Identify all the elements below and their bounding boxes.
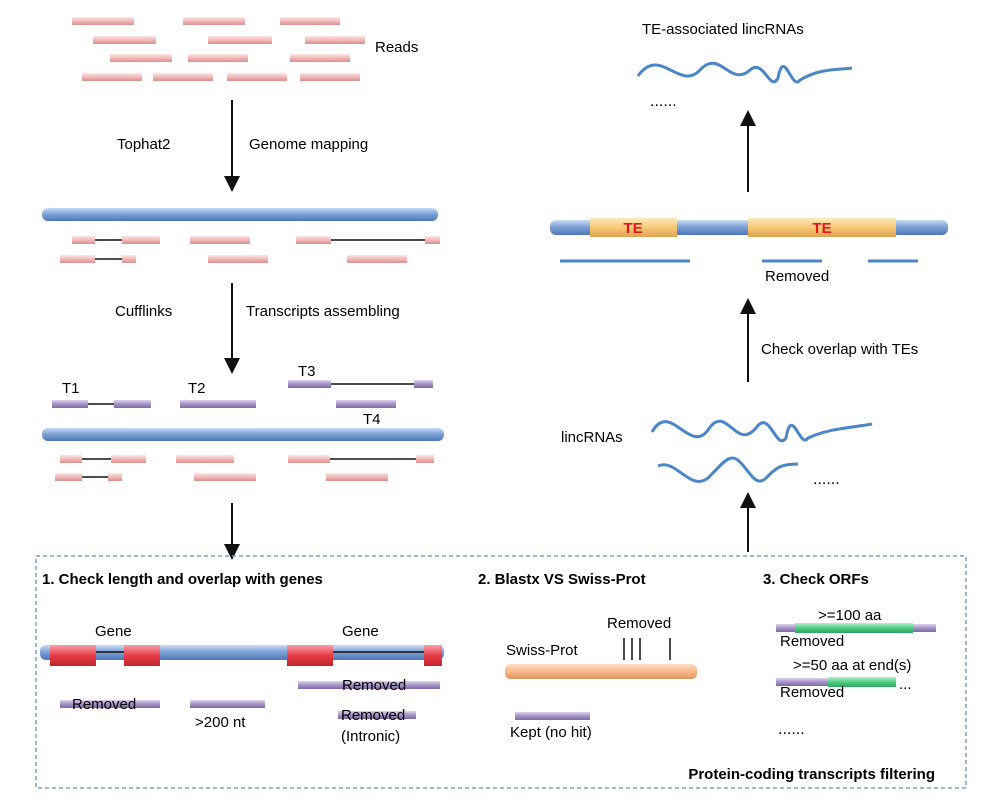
lincrna-wave-1	[650, 419, 873, 443]
read-segment	[194, 473, 256, 481]
te-label-1: TE	[623, 220, 642, 237]
read-segment	[305, 36, 365, 44]
transcripts-assembling-label: Transcripts assembling	[246, 303, 400, 320]
gene-exon	[124, 645, 160, 666]
lincrnas-label: lincRNAs	[561, 429, 623, 446]
lincrna-dots: ......	[813, 471, 840, 488]
read-segment	[227, 73, 287, 81]
transcript-exon	[336, 400, 396, 408]
read-segment	[176, 455, 234, 463]
removed-label-a: Removed	[72, 696, 136, 713]
tophat-label: Tophat2	[117, 136, 170, 153]
read-segment	[208, 255, 268, 263]
read-segment	[188, 54, 248, 62]
read-segment	[300, 73, 360, 81]
assembled-transcripts	[52, 380, 433, 408]
te-lincrnas-title: TE-associated lincRNAs	[642, 21, 804, 38]
cufflinks-label: Cufflinks	[115, 303, 172, 320]
gene-exon	[50, 645, 96, 666]
removed-te-label: Removed	[765, 268, 829, 285]
lincrna-wave-2	[657, 456, 799, 483]
t4-label: T4	[363, 411, 381, 428]
read-segment	[82, 73, 142, 81]
filter-box	[35, 555, 967, 789]
removed-transcript	[60, 700, 160, 708]
removed-orf2-label: Removed	[780, 684, 844, 701]
swissprot-bar	[505, 664, 697, 679]
te-dots: ......	[650, 93, 677, 110]
te-label-2: TE	[812, 220, 831, 237]
read-segment	[72, 17, 134, 25]
removed-intronic-label: Removed	[341, 707, 405, 724]
t3-label: T3	[298, 363, 316, 380]
t2-label: T2	[188, 380, 206, 397]
read-segment	[72, 236, 95, 244]
step2-title: 2. Blastx VS Swiss-Prot	[478, 571, 646, 588]
gene-label-1: Gene	[95, 623, 132, 640]
read-segment	[190, 236, 250, 244]
read-segment	[208, 36, 272, 44]
removed-intronic-transcript	[338, 711, 416, 719]
assembly-genome-bar	[42, 428, 444, 441]
orf-trail: ...	[899, 676, 912, 693]
te-element-2	[748, 218, 896, 237]
orf50-label: >=50 aa at end(s)	[793, 657, 911, 674]
read-segment	[108, 473, 122, 481]
removed-orf1-label: Removed	[780, 633, 844, 650]
transcript-exon	[288, 380, 331, 388]
gene-exon	[424, 645, 442, 666]
check-te-label: Check overlap with TEs	[761, 341, 918, 358]
read-segment	[183, 17, 245, 25]
read-segment	[326, 473, 388, 481]
kept-label: Kept (no hit)	[510, 724, 592, 741]
read-segment	[60, 455, 82, 463]
orf-segment	[828, 677, 896, 687]
transcript-exon	[114, 400, 151, 408]
orf-dots: ......	[778, 721, 805, 738]
mapped-reads	[60, 236, 440, 263]
transcript-exon	[180, 400, 256, 408]
read-segment	[93, 36, 156, 44]
gene-label-2: Gene	[342, 623, 379, 640]
t1-label: T1	[62, 380, 80, 397]
step1-title: 1. Check length and overlap with genes	[42, 571, 323, 588]
read-segment	[153, 73, 213, 81]
orf100-label: >=100 aa	[818, 607, 882, 624]
intronic-label: (Intronic)	[341, 728, 400, 745]
reads-cluster	[72, 17, 365, 81]
step3-title: 3. Check ORFs	[763, 571, 869, 588]
filter-caption: Protein-coding transcripts filtering	[688, 766, 935, 783]
transcript-exon	[414, 380, 433, 388]
read-segment	[280, 17, 340, 25]
read-segment	[55, 473, 82, 481]
removed-transcript	[298, 681, 440, 689]
genome-mapping-label: Genome mapping	[249, 136, 368, 153]
te-lincrna-wave	[636, 61, 853, 84]
swissprot-label: Swiss-Prot	[506, 642, 579, 659]
over200-label: >200 nt	[195, 714, 246, 731]
genome-bar	[42, 208, 438, 221]
read-segment	[290, 54, 350, 62]
reads-label: Reads	[375, 39, 418, 56]
read-segment	[296, 236, 331, 244]
read-segment	[347, 255, 407, 263]
removed-blast-label: Removed	[607, 615, 671, 632]
read-segment	[416, 455, 434, 463]
read-segment	[110, 54, 172, 62]
read-segment	[111, 455, 146, 463]
assembly-reads	[55, 455, 434, 481]
removed-label-b: Removed	[342, 677, 406, 694]
read-segment	[122, 236, 160, 244]
te-element-1	[590, 218, 677, 237]
read-segment	[60, 255, 95, 263]
kept-transcript	[190, 700, 265, 708]
read-segment	[288, 455, 330, 463]
read-segment	[122, 255, 136, 263]
transcript-exon	[52, 400, 88, 408]
read-segment	[425, 236, 440, 244]
kept-transcript	[515, 712, 590, 720]
gene-exon	[287, 645, 333, 666]
orf-segment	[795, 623, 913, 633]
